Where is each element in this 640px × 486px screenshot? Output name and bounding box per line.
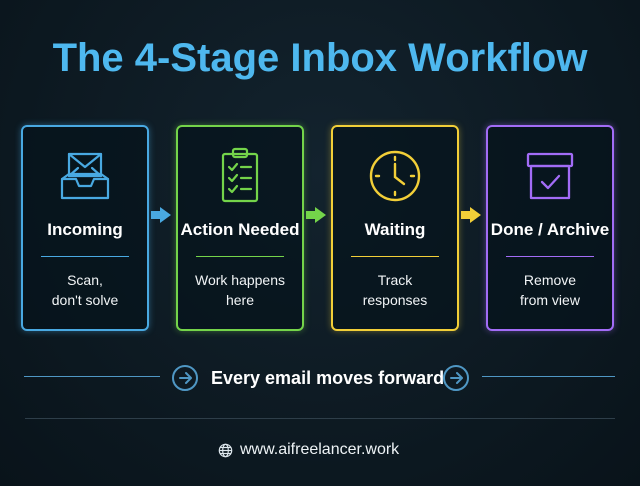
- stage-description: Scan, don't solve: [29, 270, 141, 310]
- stage-description-line: Remove: [523, 272, 577, 288]
- stage-divider: [351, 256, 439, 257]
- stage-card-incoming: Incoming Scan, don't solve: [21, 125, 149, 331]
- footer-line-left: [24, 376, 160, 377]
- stage-title: Incoming: [47, 220, 123, 239]
- stage-title: Waiting: [364, 220, 426, 239]
- stage-description-line: Work happens: [194, 272, 285, 288]
- stage-divider: [41, 256, 129, 257]
- archive-box-icon: [488, 147, 612, 205]
- stage-description-line: Track: [377, 272, 413, 288]
- stage-description: Work happens here: [184, 270, 296, 310]
- footer-line-right: [482, 376, 615, 377]
- website-link[interactable]: www.aifreelancer.work: [240, 441, 400, 458]
- stage-description-line: responses: [362, 292, 428, 308]
- stage-description: Remove from view: [494, 270, 606, 310]
- page-title: The 4-Stage Inbox Workflow: [52, 36, 588, 80]
- stage-description-line: here: [225, 292, 255, 308]
- stage-title: Done / Archive: [490, 220, 610, 239]
- stage-card-done-archive: Done / Archive Remove from view: [486, 125, 614, 331]
- envelope-inbox-icon: [23, 147, 147, 205]
- stage-card-waiting: Waiting Track responses: [331, 125, 459, 331]
- footer-message: Every email moves forward: [211, 368, 445, 388]
- stage-divider: [506, 256, 594, 257]
- stage-description-line: from view: [520, 292, 580, 308]
- clock-icon: [333, 147, 457, 205]
- stage-description-line: Scan,: [67, 272, 103, 288]
- checklist-clipboard-icon: [178, 147, 302, 205]
- stage-divider: [196, 256, 284, 257]
- circle-arrow-right-icon: [171, 364, 199, 392]
- circle-arrow-right-icon: [442, 364, 470, 392]
- globe-icon: [218, 443, 233, 458]
- arrow-right-icon: [149, 205, 174, 225]
- stage-description-line: don't solve: [51, 292, 119, 308]
- arrow-right-icon: [459, 205, 484, 225]
- footer-divider: [25, 418, 615, 419]
- stage-card-action-needed: Action Needed Work happens here: [176, 125, 304, 331]
- stage-title: Action Needed: [180, 220, 300, 239]
- stage-description: Track responses: [339, 270, 451, 310]
- arrow-right-icon: [304, 205, 329, 225]
